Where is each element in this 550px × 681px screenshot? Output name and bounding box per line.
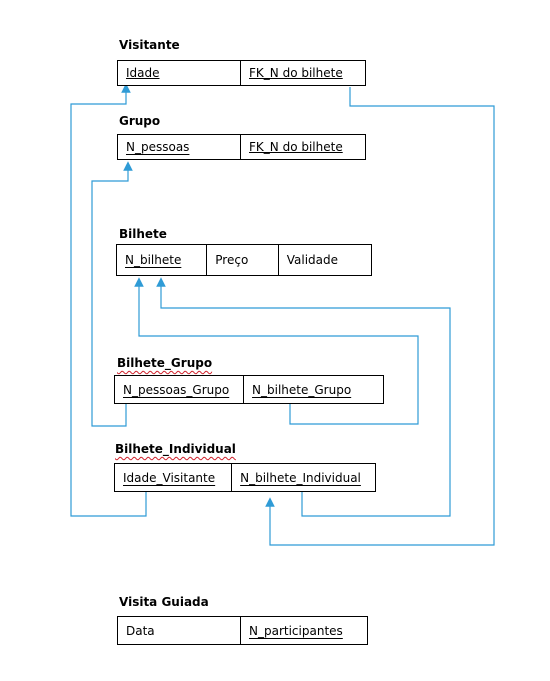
- bilhete-individual-col-idade-visitante-label: Idade_Visitante: [123, 470, 216, 485]
- link-fk-visitante-to-n-bilhete-individual: [265, 87, 495, 546]
- visitante-table-title: Visitante: [119, 38, 180, 52]
- visitante-col-idade: Idade: [118, 61, 242, 85]
- bilhete-col-preco-label: Preço: [215, 253, 249, 267]
- grupo-col-n-pessoas: N_pessoas: [118, 135, 242, 159]
- visita-guiada-col-n-participantes: N_participantes: [241, 617, 367, 644]
- bilhete-individual-table: Idade_Visitante N_bilhete_Individual: [114, 463, 376, 492]
- visitante-col-fk-n-bilhete-label: FK_N do bilhete: [249, 66, 343, 80]
- bilhete-col-validade-label: Validade: [286, 253, 339, 267]
- bilhete-table: N_bilhete Preço Validade: [116, 244, 372, 276]
- grupo-col-fk-n-bilhete-label: FK_N do bilhete: [249, 140, 343, 154]
- visitante-col-fk-n-bilhete: FK_N do bilhete: [241, 61, 365, 85]
- visitante-col-idade-label: Idade: [126, 66, 160, 80]
- bilhete-grupo-col-n-bilhete-grupo-label: N_bilhete_Grupo: [252, 382, 352, 397]
- bilhete-col-validade: Validade: [279, 245, 371, 275]
- bilhete-grupo-col-n-bilhete-grupo: N_bilhete_Grupo: [244, 376, 383, 403]
- visita-guiada-col-n-participantes-label: N_participantes: [249, 623, 343, 638]
- visitante-table: Idade FK_N do bilhete: [117, 60, 366, 86]
- bilhete-grupo-col-n-pessoas-grupo: N_pessoas_Grupo: [115, 376, 245, 403]
- grupo-table: N_pessoas FK_N do bilhete: [117, 134, 366, 160]
- visita-guiada-table-title: Visita Guiada: [119, 595, 209, 609]
- bilhete-table-title: Bilhete: [119, 227, 167, 241]
- bilhete-individual-col-n-bilhete-individual-label: N_bilhete_Individual: [240, 470, 361, 485]
- bilhete-grupo-table-title: Bilhete_Grupo: [117, 356, 213, 370]
- grupo-table-title: Grupo: [119, 114, 161, 128]
- link-n-pessoas-grupo-to-n-pessoas: [91, 161, 133, 427]
- link-n-bilhete-grupo-to-n-bilhete: [134, 277, 419, 425]
- bilhete-grupo-table: N_pessoas_Grupo N_bilhete_Grupo: [114, 375, 384, 404]
- bilhete-col-n-bilhete: N_bilhete: [117, 245, 208, 275]
- link-n-bilhete-individual-to-n-bilhete: [156, 277, 451, 517]
- link-idade-visitante-to-idade: [70, 83, 147, 517]
- grupo-col-n-pessoas-label: N_pessoas: [126, 140, 190, 154]
- grupo-col-fk-n-bilhete: FK_N do bilhete: [241, 135, 365, 159]
- bilhete-individual-col-idade-visitante: Idade_Visitante: [115, 464, 233, 491]
- visita-guiada-table: Data N_participantes: [117, 616, 368, 645]
- bilhete-grupo-col-n-pessoas-grupo-label: N_pessoas_Grupo: [123, 382, 230, 397]
- bilhete-col-preco: Preço: [207, 245, 279, 275]
- visita-guiada-col-data: Data: [118, 617, 242, 644]
- bilhete-individual-col-n-bilhete-individual: N_bilhete_Individual: [232, 464, 375, 491]
- bilhete-col-n-bilhete-label: N_bilhete: [125, 253, 182, 267]
- visita-guiada-col-data-label: Data: [126, 623, 155, 638]
- bilhete-individual-table-title: Bilhete_Individual: [115, 442, 236, 456]
